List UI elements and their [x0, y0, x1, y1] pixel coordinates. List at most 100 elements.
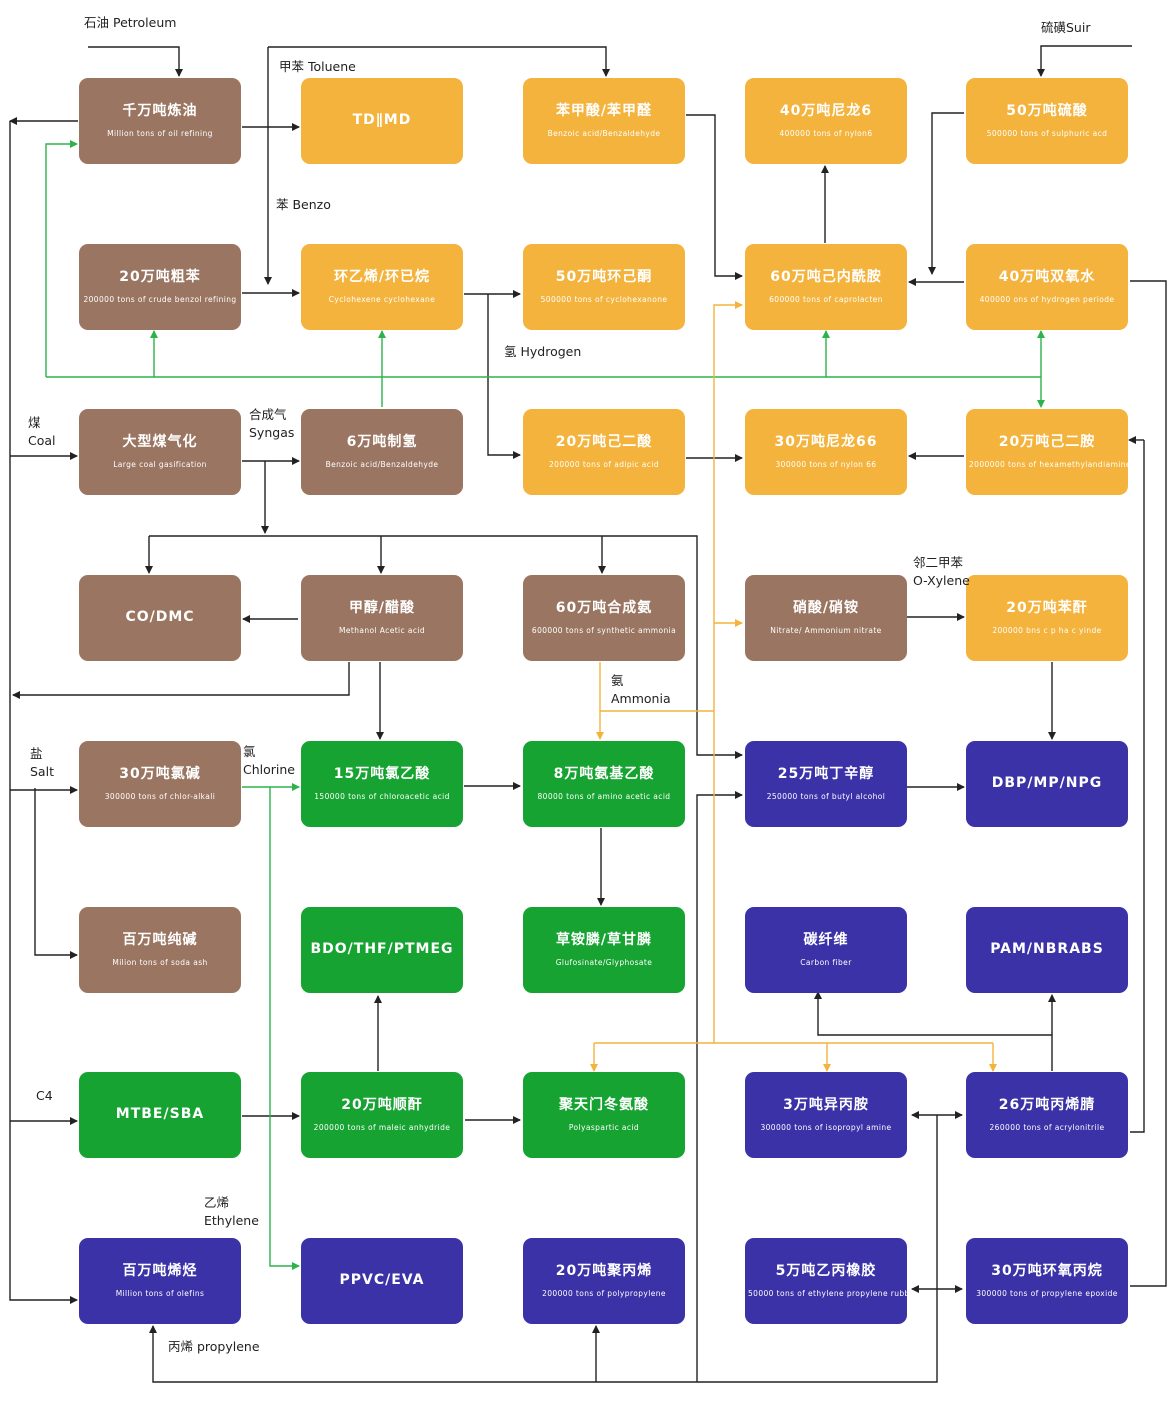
- node-subtitle: Methanol Acetic acid: [338, 626, 426, 635]
- node-title: 50万吨环己酮: [555, 269, 653, 285]
- node-subtitle: Cyclohexene cyclohexane: [328, 295, 436, 304]
- node-pam: PAM/NBRABS: [966, 907, 1128, 993]
- node-title: TD∥MD: [352, 112, 412, 128]
- label-sulfur: 硫磺Suir: [1041, 19, 1090, 37]
- node-subtitle: 600000 tons of caprolacten: [769, 295, 883, 304]
- node-butyl: 25万吨丁辛醇 250000 tons of butyl alcohol: [745, 741, 907, 827]
- node-methanol: 甲醇/醋酸 Methanol Acetic acid: [301, 575, 463, 661]
- node-title: DBP/MP/NPG: [991, 775, 1103, 791]
- node-title: PAM/NBRABS: [990, 941, 1104, 957]
- node-title: PPVC/EVA: [339, 1272, 425, 1288]
- node-title: 聚天门冬氨酸: [559, 1097, 649, 1113]
- node-title: 15万吨氯乙酸: [333, 766, 431, 782]
- node-title: 8万吨氨基乙酸: [553, 766, 655, 782]
- label-line: Salt: [30, 764, 54, 779]
- label-line: 邻二甲苯: [913, 555, 964, 570]
- node-subtitle: 300000 tons of isopropyl amine: [760, 1123, 892, 1132]
- node-subtitle: 200000 bns c p ha c yinde: [992, 626, 1102, 635]
- label-salt: 盐 Salt: [30, 745, 54, 781]
- label-line: 氯: [243, 744, 256, 759]
- node-subtitle: Large coal gasification: [113, 460, 207, 469]
- node-subtitle: 300000 tons of propylene epoxide: [976, 1289, 1118, 1298]
- node-subtitle: 400000 ons of hydrogen periode: [979, 295, 1115, 304]
- node-title: 百万吨纯碱: [122, 932, 198, 948]
- node-title: 25万吨丁辛醇: [777, 766, 875, 782]
- node-subtitle: Benzoic acid/Benzaldehyde: [325, 460, 439, 469]
- node-mtbe: MTBE/SBA: [79, 1072, 241, 1158]
- node-subtitle: 300000 tons of chlor-alkali: [104, 792, 216, 801]
- node-title: 50万吨硫酸: [1006, 103, 1088, 119]
- label-line: 苯 Benzo: [276, 197, 331, 212]
- node-title: 30万吨环氧丙烷: [991, 1263, 1103, 1279]
- node-title: CO/DMC: [125, 609, 195, 625]
- node-title: 大型煤气化: [122, 434, 198, 450]
- node-title: 环乙烯/环已烷: [333, 269, 431, 285]
- label-line: 煤: [28, 415, 41, 430]
- label-line: 硫磺Suir: [1041, 20, 1091, 35]
- node-caprolactam: 60万吨己内酰胺 600000 tons of caprolacten: [745, 244, 907, 330]
- label-line: 石油 Petroleum: [84, 15, 177, 30]
- node-title: 60万吨己内酰胺: [770, 269, 882, 285]
- node-title: 20万吨己二酸: [555, 434, 653, 450]
- node-coalgas: 大型煤气化 Large coal gasification: [79, 409, 241, 495]
- node-subtitle: 50000 tons of ethylene propylene rubber: [748, 1289, 907, 1298]
- node-title: 百万吨烯烃: [122, 1263, 198, 1279]
- node-title: 草铵膦/草甘膦: [555, 932, 653, 948]
- node-cyclohexanone: 50万吨环己酮 500000 tons of cyclohexanone: [523, 244, 685, 330]
- node-sulfuric: 50万吨硫酸 500000 tons of sulphuric acd: [966, 78, 1128, 164]
- node-subtitle: 250000 tons of butyl alcohol: [766, 792, 886, 801]
- node-subtitle: 260000 tons of acrylonitrile: [989, 1123, 1105, 1132]
- node-cyclohexene: 环乙烯/环已烷 Cyclohexene cyclohexane: [301, 244, 463, 330]
- label-line: 氢 Hydrogen: [504, 344, 582, 359]
- node-bdo: BDO/THF/PTMEG: [301, 907, 463, 993]
- node-tdmd: TD∥MD: [301, 78, 463, 164]
- node-subtitle: 600000 tons of synthetic ammonia: [531, 626, 677, 635]
- label-ammonia: 氨 Ammonia: [611, 672, 671, 708]
- node-subtitle: Glufosinate/Glyphosate: [555, 958, 653, 967]
- label-c4: C4: [36, 1087, 53, 1105]
- node-subtitle: Million tons of olefins: [115, 1289, 205, 1298]
- label-petroleum: 石油 Petroleum: [84, 14, 176, 32]
- node-ppvc: PPVC/EVA: [301, 1238, 463, 1324]
- node-title: 硝酸/硝铵: [792, 600, 860, 616]
- node-title: 60万吨合成氨: [555, 600, 653, 616]
- node-subtitle: Million tons of oil refining: [107, 129, 213, 138]
- node-subtitle: 500000 tons of sulphuric acd: [986, 129, 1108, 138]
- node-title: MTBE/SBA: [115, 1106, 205, 1122]
- label-line: C4: [36, 1088, 53, 1103]
- node-title: 30万吨尼龙66: [774, 434, 878, 450]
- node-title: 6万吨制氢: [346, 434, 418, 450]
- label-line: 盐: [30, 746, 43, 761]
- node-subtitle: 2000000 tons of hexamethylandiamine: [969, 460, 1128, 469]
- node-title: 20万吨苯酐: [1006, 600, 1088, 616]
- label-line: 丙烯 propylene: [168, 1339, 260, 1354]
- node-title: 甲醇/醋酸: [348, 600, 416, 616]
- node-phthalic: 20万吨苯酐 200000 bns c p ha c yinde: [966, 575, 1128, 661]
- node-subtitle: Carbon fiber: [800, 958, 852, 967]
- label-line: 氨: [611, 673, 624, 688]
- node-title: 20万吨粗苯: [119, 269, 201, 285]
- node-subtitle: 500000 tons of cyclohexanone: [540, 295, 668, 304]
- label-toluene: 甲苯 Toluene: [279, 58, 356, 76]
- node-ammonia: 60万吨合成氨 600000 tons of synthetic ammonia: [523, 575, 685, 661]
- node-title: 苯甲酸/苯甲醛: [555, 103, 653, 119]
- node-title: 千万吨炼油: [122, 103, 198, 119]
- node-title: 40万吨尼龙6: [779, 103, 873, 119]
- label-line: Ammonia: [611, 691, 671, 706]
- node-subtitle: 200000 tons of polypropylene: [542, 1289, 666, 1298]
